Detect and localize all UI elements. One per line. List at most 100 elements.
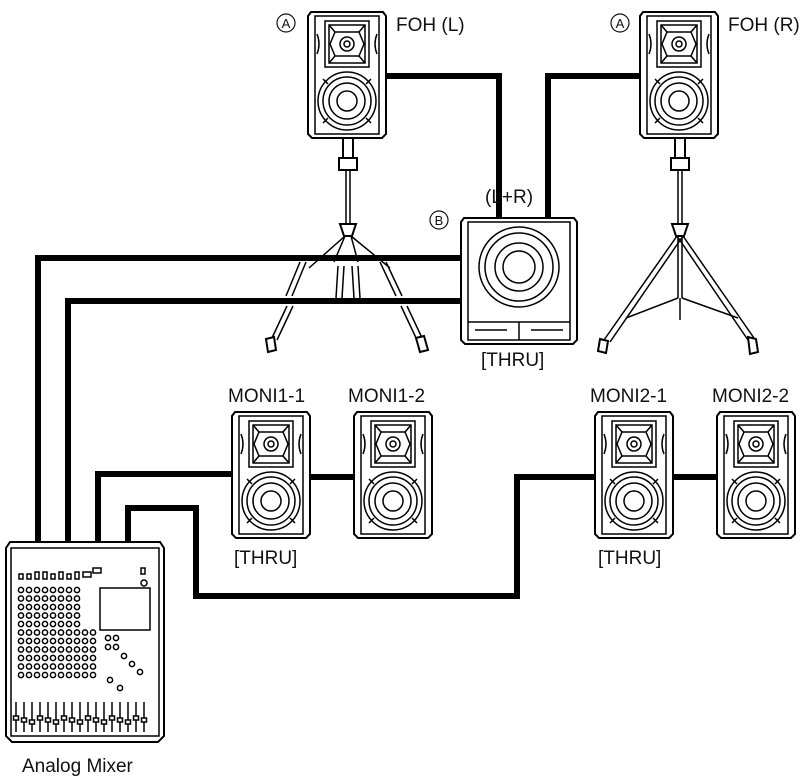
- mixer-knob: [89, 637, 97, 645]
- mixer-knob: [17, 612, 25, 619]
- marker-b-text: B: [435, 213, 444, 228]
- mixer-fader-knob: [28, 719, 36, 725]
- mixer-knob: [25, 586, 33, 594]
- mixer-knob: [73, 654, 81, 662]
- mixer-knob: [73, 595, 81, 602]
- mixer-knob: [65, 663, 73, 670]
- mixer-knob: [89, 646, 97, 653]
- mixer-knob: [65, 620, 73, 628]
- mixer-knob: [25, 663, 33, 670]
- mixer-knob: [81, 646, 89, 653]
- mixer-knob: [49, 654, 57, 662]
- marker-a-right-text: A: [616, 16, 625, 31]
- foh-left-label: FOH (L): [396, 15, 465, 36]
- mixer-knob: [81, 663, 89, 670]
- mixer-knob: [41, 646, 49, 653]
- mixer-knob: [57, 671, 65, 679]
- mixer-knob: [65, 654, 73, 662]
- mixer-fader-knob: [92, 717, 100, 723]
- mixer-fader-knob: [44, 717, 52, 723]
- mixer-knob: [128, 660, 136, 668]
- mixer-knob: [57, 654, 65, 662]
- mixer-knob: [25, 595, 33, 602]
- mixer-knob: [25, 620, 33, 628]
- mixer-knob: [41, 671, 49, 679]
- mixer-knob: [65, 671, 73, 679]
- mixer-knob: [81, 654, 89, 662]
- mixer-knob: [73, 612, 81, 619]
- mixer-fader-knob: [20, 717, 28, 723]
- marker-a-left-text: A: [282, 16, 291, 31]
- mixer-knob: [112, 643, 120, 651]
- marker-a-right: A: [610, 13, 630, 33]
- mixer-knob: [73, 646, 81, 653]
- mixer-knob: [65, 612, 73, 619]
- mixer-knob: [17, 663, 25, 670]
- mixer-knob: [49, 671, 57, 679]
- mixer-knob: [17, 603, 25, 611]
- cable-mixer-to-moni1: [95, 471, 235, 545]
- mixer-knob: [120, 652, 128, 660]
- mixer-knob: [33, 612, 41, 619]
- mixer-knob: [65, 637, 73, 645]
- mixer-knob: [89, 663, 97, 670]
- mixer-knob: [25, 671, 33, 679]
- mixer-knob: [49, 612, 57, 619]
- mixer-knob: [57, 586, 65, 594]
- mixer-fader-knob: [84, 715, 92, 721]
- mixer-knob: [49, 586, 57, 594]
- mixer-knob: [17, 646, 25, 653]
- mixer-knob: [17, 586, 25, 594]
- mixer-knob: [33, 595, 41, 602]
- mixer-knob: [49, 603, 57, 611]
- mixer-knob: [57, 603, 65, 611]
- mixer-knob: [33, 620, 41, 628]
- foh-right-speaker: [639, 11, 719, 139]
- mixer-knob: [116, 684, 124, 692]
- mixer-knob: [65, 603, 73, 611]
- mixer-knob: [17, 620, 25, 628]
- mixer-knob: [41, 586, 49, 594]
- foh-left-speaker: [307, 11, 387, 139]
- moni1-2-speaker: [353, 411, 433, 539]
- speaker-stand-right: [596, 137, 760, 356]
- mixer-knob: [17, 637, 25, 645]
- mixer-knob: [33, 637, 41, 645]
- mixer-knob: [25, 654, 33, 662]
- mixer-knob: [65, 646, 73, 653]
- mixer-knob: [106, 676, 114, 684]
- mixer-knob: [17, 595, 25, 602]
- mixer-knob: [33, 654, 41, 662]
- mixer-knob: [25, 612, 33, 619]
- mixer-knob: [57, 612, 65, 619]
- mixer-knob: [89, 629, 97, 636]
- mixer-knob: [25, 603, 33, 611]
- mixer-knob: [73, 603, 81, 611]
- mixer-knob: [25, 646, 33, 653]
- mixer-knob: [25, 637, 33, 645]
- mixer-fader-knob: [132, 715, 140, 721]
- moni2-2-speaker: [716, 411, 796, 539]
- mixer-knob: [41, 654, 49, 662]
- mixer-knob: [136, 668, 144, 676]
- mixer-fader-knob: [12, 715, 20, 721]
- moni2-1-label: MONI2-1: [590, 386, 667, 407]
- mixer-knob: [57, 663, 65, 670]
- analog-mixer: [5, 541, 165, 743]
- mixer-knob: [57, 620, 65, 628]
- cable-mixer-to-sub-2: [65, 298, 463, 545]
- mixer-knob: [49, 637, 57, 645]
- mixer-fader-knob: [60, 715, 68, 721]
- mixer-knob: [49, 595, 57, 602]
- mixer-knob: [104, 634, 112, 642]
- mixer-knob: [57, 595, 65, 602]
- cables: [35, 73, 720, 599]
- mixer-label: Analog Mixer: [22, 756, 134, 777]
- moni1-2-label: MONI1-2: [348, 386, 425, 407]
- cable-foh-left-to-sub: [386, 73, 502, 222]
- mixer-knob: [73, 620, 81, 628]
- mixer-knob: [57, 646, 65, 653]
- mixer-knob: [33, 586, 41, 594]
- mixer-knob: [41, 612, 49, 619]
